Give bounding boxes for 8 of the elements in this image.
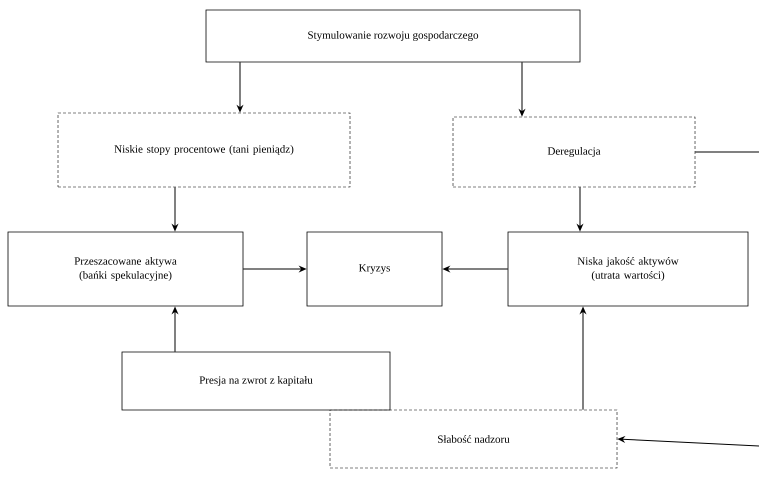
dashed-box: Słabość nadzoru bbox=[330, 410, 618, 468]
dashed-box: Niskie stopy procentowe (tani pieniądz) bbox=[58, 112, 350, 188]
process-box: Niska jakość aktywów (utrata wartości) bbox=[508, 232, 748, 306]
process-box: Presja na zwrot z kapitału bbox=[122, 352, 390, 410]
process-box: Przeszacowane aktywa (bańki spekulacyjne) bbox=[8, 232, 244, 306]
process-box: Stymulowanie rozwoju gospodarczego bbox=[206, 10, 580, 62]
dashed-box: Deregulacja bbox=[452, 116, 696, 188]
process-box: Kryzys bbox=[306, 232, 442, 306]
